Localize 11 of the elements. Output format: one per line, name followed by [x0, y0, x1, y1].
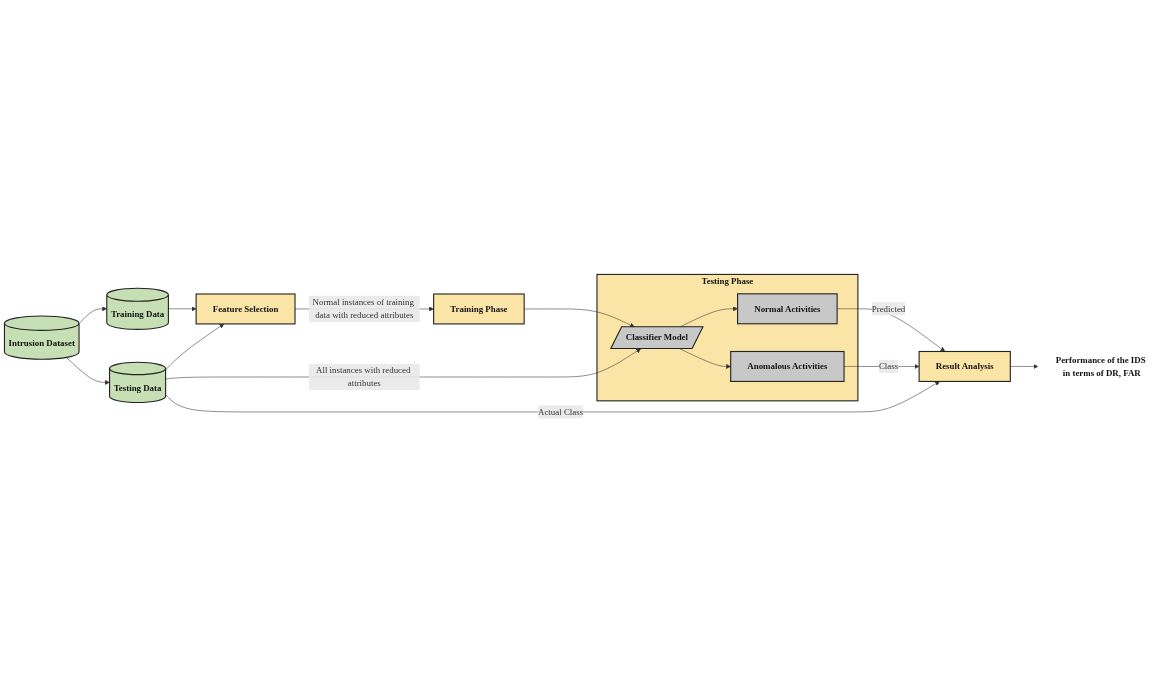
- node-box: Feature Selection: [195, 293, 296, 325]
- edge-label: Predicted: [871, 303, 906, 314]
- edge-label: Actual Class: [538, 406, 584, 417]
- edge-label: All instances with reduced attributes: [316, 365, 411, 389]
- node-box: Normal Activities: [737, 293, 838, 325]
- node-box: Training Phase: [433, 293, 525, 325]
- node-text: Performance of the IDS in terms of DR, FAR: [1055, 354, 1146, 378]
- edge-label: Class: [878, 361, 899, 371]
- edge-label: Normal instances of training data with reduced attributes: [312, 297, 414, 321]
- node-box: Anomalous Activities: [730, 350, 845, 382]
- node-box: Result Analysis: [918, 350, 1011, 382]
